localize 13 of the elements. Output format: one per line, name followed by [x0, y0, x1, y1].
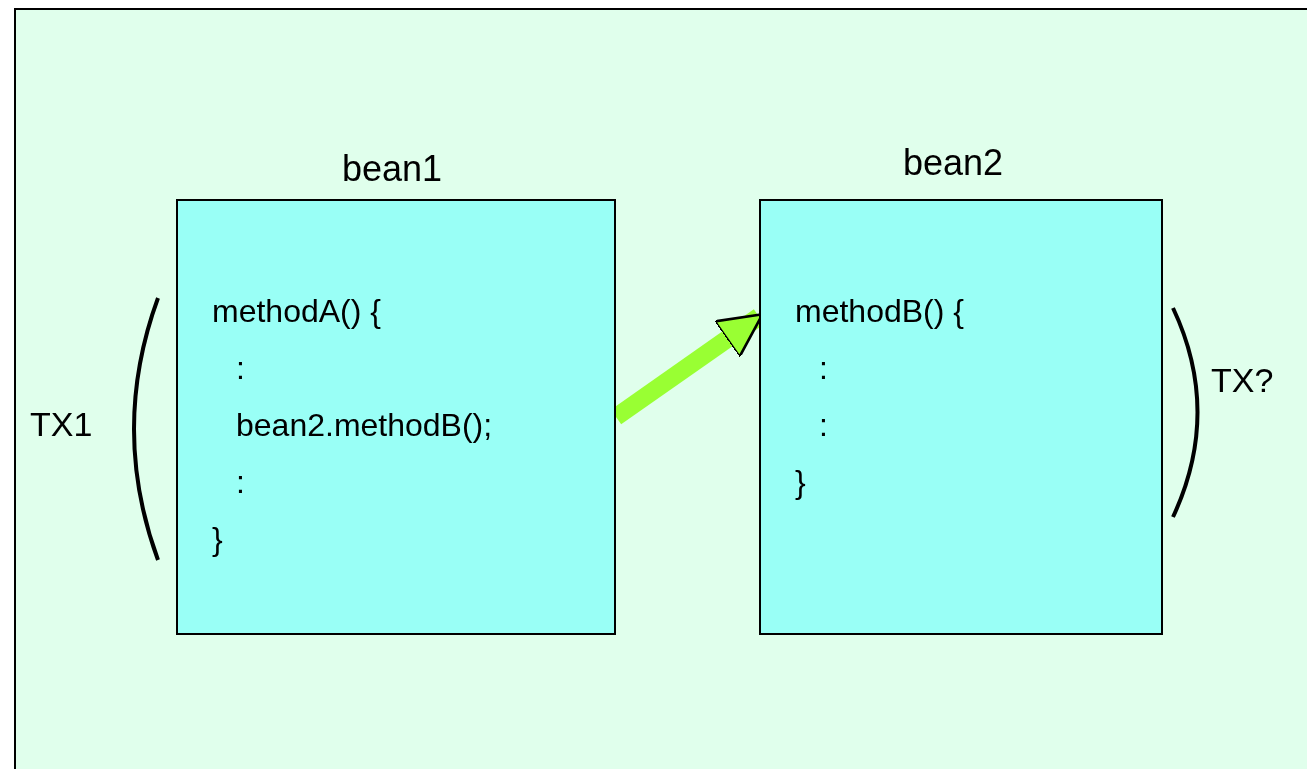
code-line: } — [212, 520, 223, 559]
box-title: bean2 — [901, 141, 1005, 185]
code-line: methodA() { — [212, 292, 381, 331]
transaction-label: TX1 — [30, 404, 93, 445]
code-line: } — [795, 463, 806, 502]
code-line: : — [819, 349, 828, 388]
code-line: : — [236, 463, 245, 502]
code-line: bean2.methodB(); — [236, 406, 493, 445]
transaction-label: TX? — [1211, 360, 1274, 401]
box-title: bean1 — [340, 147, 444, 191]
code-line: : — [819, 406, 828, 445]
code-line: : — [236, 349, 245, 388]
code-line: methodB() { — [795, 292, 964, 331]
